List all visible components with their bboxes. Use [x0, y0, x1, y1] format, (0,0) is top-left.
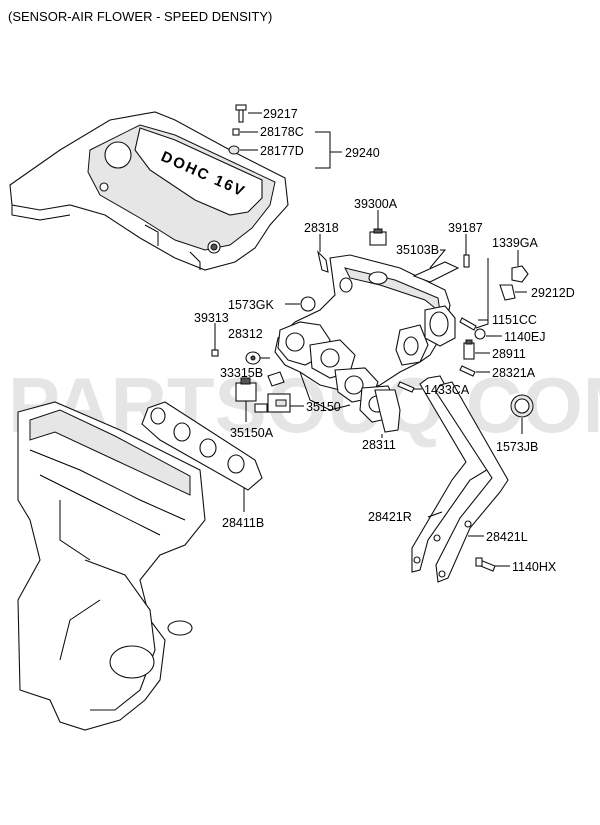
sensor-28312[interactable]	[245, 351, 261, 365]
engine-cover[interactable]: DOHC 16V	[9, 111, 289, 271]
map-sensor-39300A[interactable]	[369, 228, 387, 246]
bracket-35103B[interactable]	[412, 261, 460, 283]
leader-lines	[214, 112, 527, 567]
nut-1339GA[interactable]	[511, 265, 529, 283]
bracket-33315B[interactable]	[267, 371, 285, 387]
gasket-1140EJ[interactable]	[474, 328, 486, 340]
screw-1151CC[interactable]	[459, 317, 477, 331]
bolt-28321A[interactable]	[459, 365, 476, 377]
label-28178C[interactable]: 28178C	[260, 125, 304, 139]
bolt-29217[interactable]	[235, 104, 247, 123]
label-28411B[interactable]: 28411B	[222, 516, 264, 530]
label-1573JB[interactable]: 1573JB	[496, 440, 538, 454]
intake-manifold[interactable]	[274, 254, 456, 423]
manifold-gasket-28411B[interactable]	[141, 401, 263, 491]
label-35150A[interactable]: 35150A	[230, 426, 274, 440]
label-28911[interactable]: 28911	[492, 347, 526, 361]
label-1140EJ[interactable]: 1140EJ	[504, 330, 545, 344]
grommet-28177D[interactable]	[228, 145, 240, 155]
washer-28178C[interactable]	[232, 128, 240, 136]
label-28177D[interactable]: 28177D	[260, 144, 304, 158]
label-39300A[interactable]: 39300A	[354, 197, 398, 211]
clip-28318[interactable]	[317, 250, 329, 273]
valve-35150[interactable]	[267, 393, 291, 413]
label-29240[interactable]: 29240	[345, 146, 380, 160]
diagram-title: (SENSOR-AIR FLOWER - SPEED DENSITY)	[8, 9, 272, 24]
hose-29212D[interactable]	[499, 284, 516, 301]
bolt-39187[interactable]	[463, 254, 470, 268]
sensor-28911[interactable]	[463, 339, 475, 360]
bolt-1140HX[interactable]	[475, 557, 496, 572]
label-1140HX[interactable]: 1140HX	[512, 560, 557, 574]
ring-1573JB-inner	[514, 398, 530, 414]
bracket-28311[interactable]	[374, 389, 401, 433]
label-39187[interactable]: 39187	[448, 221, 483, 235]
label-35103B[interactable]: 35103B	[396, 243, 439, 257]
label-1151CC[interactable]: 1151CC	[492, 313, 537, 327]
label-28311[interactable]: 28311	[362, 438, 396, 452]
bolt-39313[interactable]	[211, 349, 219, 357]
label-1433CA[interactable]: 1433CA	[424, 383, 470, 397]
label-28321A[interactable]: 28321A	[492, 366, 536, 380]
label-35150[interactable]: 35150	[306, 400, 341, 414]
label-33315B[interactable]: 33315B	[220, 366, 263, 380]
o-ring-1573GK[interactable]	[300, 296, 316, 312]
label-28312[interactable]: 28312	[228, 327, 263, 341]
label-28318[interactable]: 28318	[304, 221, 339, 235]
label-29217[interactable]: 29217	[263, 107, 298, 121]
engine-block	[17, 401, 206, 731]
label-28421R[interactable]: 28421R	[368, 510, 412, 524]
label-29212D[interactable]: 29212D	[531, 286, 575, 300]
bracket-28421L[interactable]	[435, 381, 509, 583]
label-39313[interactable]: 39313	[194, 311, 229, 325]
bolt-1433CA[interactable]	[397, 381, 415, 393]
label-28421L[interactable]: 28421L	[486, 530, 528, 544]
gasket-39300A-seat	[368, 271, 388, 285]
label-1573GK[interactable]: 1573GK	[228, 298, 275, 312]
label-1339GA[interactable]: 1339GA	[492, 236, 539, 250]
